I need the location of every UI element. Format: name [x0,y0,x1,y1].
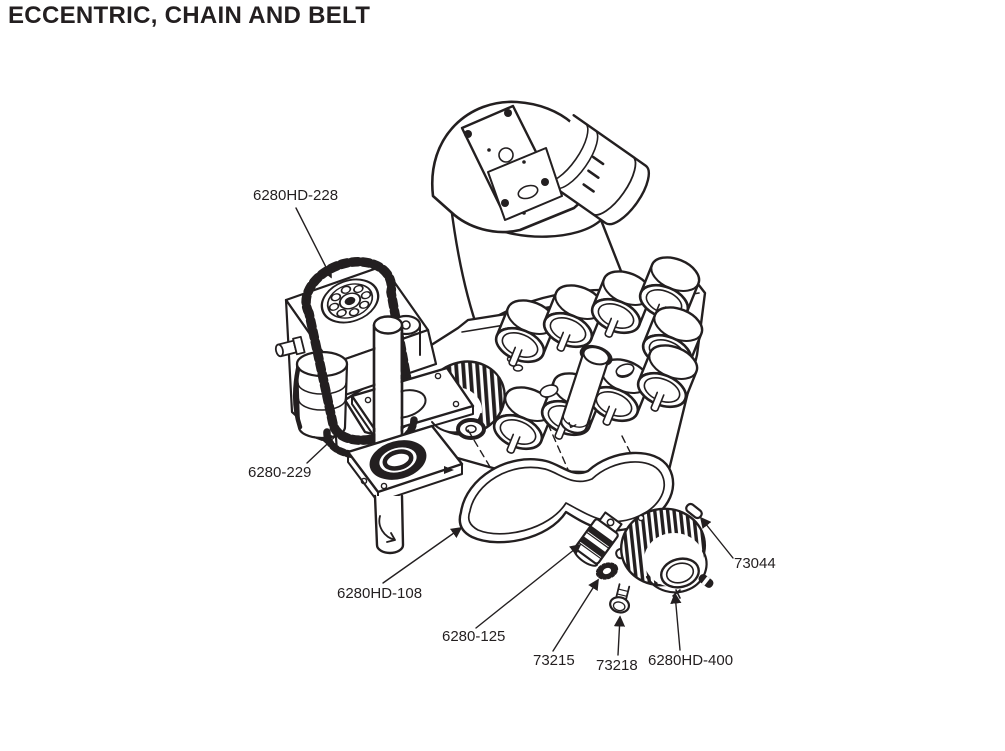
part-label-6280HD-400: 6280HD-400 [648,652,734,669]
lock-washer [595,562,619,580]
lower-flange [346,424,464,503]
part-label-73044: 73044 [734,555,776,572]
key-73044 [685,502,703,520]
leader-6280-125 [475,543,582,629]
small-parts [573,502,714,614]
shaft-lower-end [373,494,405,555]
belt-pulley [619,507,708,599]
page-title: ECCENTRIC, CHAIN AND BELT [8,2,371,29]
part-label-6280HD-108: 6280HD-108 [337,585,423,602]
leader-73218 [613,615,626,656]
sprocket-bearing [320,278,380,324]
crankshaft-stub [560,344,613,434]
motor-side-cylinder [537,114,650,226]
leader-6280-229 [306,430,342,464]
part-label-6280HD-228: 6280HD-228 [253,187,339,204]
key-dark [698,574,714,588]
inlet-stub [274,335,306,358]
part-label-73218: 73218 [596,657,638,674]
part-label-6280-229: 6280-229 [248,464,312,481]
motor-mount-plate [460,104,563,221]
shaft-assembly [323,315,506,555]
part-label-73215: 73215 [533,652,575,669]
drive-belt [458,451,675,544]
leader-6280HD-228 [295,207,332,279]
leader-6280HD-400 [670,592,682,651]
leader-73044 [699,516,734,559]
bolt [609,583,631,614]
eccentric-bushing [573,511,623,567]
leader-73215 [552,578,599,652]
part-label-6280-125: 6280-125 [442,628,506,645]
leader-6280HD-108 [382,527,463,584]
leader-lines [295,207,734,656]
